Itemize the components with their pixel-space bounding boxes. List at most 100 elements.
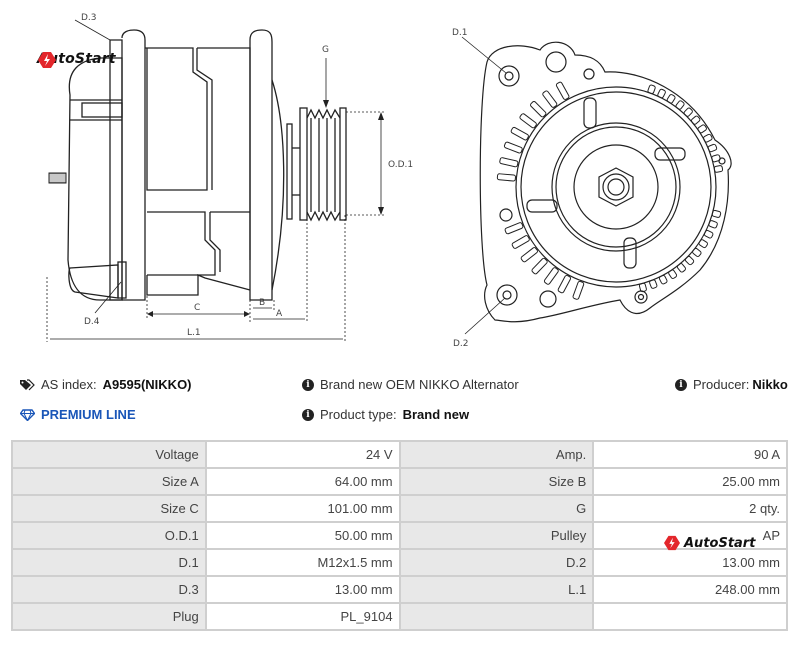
vent-slot [638,282,647,293]
premium-line-label: PREMIUM LINE [41,407,136,422]
vent-slot [572,280,585,300]
spec-label: L.1 [398,575,595,604]
spec-value: M12x1.5 mm [204,548,401,577]
label-l1: L.1 [187,328,201,338]
label-d3: D.3 [81,13,97,23]
spec-label: Voltage [11,440,207,469]
spec-value [592,602,788,631]
vent-slot [683,107,693,117]
vent-slot [675,100,685,110]
label-d4: D.4 [84,317,100,327]
spec-value: 13.00 mm [204,575,401,604]
spec-label: Amp. [398,440,595,469]
vent-slot [557,274,572,294]
vent-slot [503,141,523,154]
autostart-logo-icon [38,52,56,68]
autostart-logo: AutoStart [37,51,116,68]
vent-slot [520,247,538,263]
vent-slot [510,126,529,141]
spec-value: 101.00 mm [204,494,401,523]
info-icon: i [675,378,687,391]
info-icon: i [302,378,314,391]
spec-label: Plug [11,602,207,631]
spec-value: 2 qty. [592,494,788,523]
producer: i Producer: Nikko [675,377,788,392]
spec-value: 13.00 mm [592,548,788,577]
spec-label: D.3 [11,575,207,604]
vent-slot [711,209,722,218]
vent-slot [543,267,559,285]
description-text: Brand new OEM NIKKO Alternator [320,377,519,392]
producer-label: Producer: [693,377,750,392]
spec-label: Size B [398,467,595,496]
label-a: A [276,309,283,319]
vent-slot [555,81,570,100]
label-b: B [259,298,265,308]
spec-label: Pulley [398,521,595,550]
label-od1: O.D.1 [388,160,413,170]
vent-slot [668,269,678,279]
as-index: AS index: A9595(NIKKO) [20,377,192,392]
vent-slot [708,220,718,229]
vent-slot [684,255,695,266]
vent-slot [519,113,537,129]
spec-label: G [398,494,595,523]
spec-label [398,602,595,631]
vent-slot [496,173,516,182]
vent-slot [711,154,721,163]
spec-label: D.2 [398,548,595,577]
vent-slot [542,90,558,108]
technical-drawing: D.3 D.4 G O.D.1 C B A L.1 [37,13,732,349]
vent-slot [703,133,713,143]
spec-value: 50.00 mm [204,521,401,550]
vent-slot [697,124,707,134]
vent-slot [676,263,686,273]
autostart-logo-text: AutoStart [37,51,116,67]
producer-value: Nikko [752,377,788,392]
spec-label: Size A [11,467,207,496]
product-type-label: Product type: [320,407,397,422]
vent-slot [690,115,701,125]
side-view-drawing: D.3 D.4 G O.D.1 C B A L.1 [46,13,413,342]
premium-line-badge[interactable]: PREMIUM LINE [20,407,136,422]
spec-label: Size C [11,494,207,523]
spec-label: O.D.1 [11,521,207,550]
vent-slot [504,222,524,235]
pulley-autostart-watermark: AutoStart [663,535,755,551]
vent-slot [713,165,724,173]
vent-slot [698,239,708,249]
vent-slot [703,229,714,239]
spec-value: 64.00 mm [204,467,401,496]
description: i Brand new OEM NIKKO Alternator [302,377,519,392]
spec-value: AP [592,521,788,550]
spec-value: 24 V [204,440,401,469]
spec-value: 25.00 mm [592,467,788,496]
vent-slot [511,235,530,249]
spec-value: 248.00 mm [592,575,788,604]
label-c: C [194,303,200,313]
autostart-logo-icon [664,535,680,551]
label-d1: D.1 [452,28,468,38]
vent-slot [666,94,676,104]
product-type-value: Brand new [402,407,470,422]
vent-slot [707,143,718,153]
vent-slot [499,157,519,168]
label-g: G [322,45,329,55]
vent-slot [649,279,658,289]
spec-value: 90 A [592,440,788,469]
vent-slot [657,88,666,99]
tags-icon [20,378,35,390]
vent-slot [530,101,547,118]
as-index-label: AS index: [41,377,97,392]
vent-slot [531,257,548,275]
label-d2: D.2 [453,339,469,349]
as-index-value: A9595(NIKKO) [102,377,192,392]
vent-slot [658,274,668,285]
spec-value: PL_9104 [204,602,401,631]
